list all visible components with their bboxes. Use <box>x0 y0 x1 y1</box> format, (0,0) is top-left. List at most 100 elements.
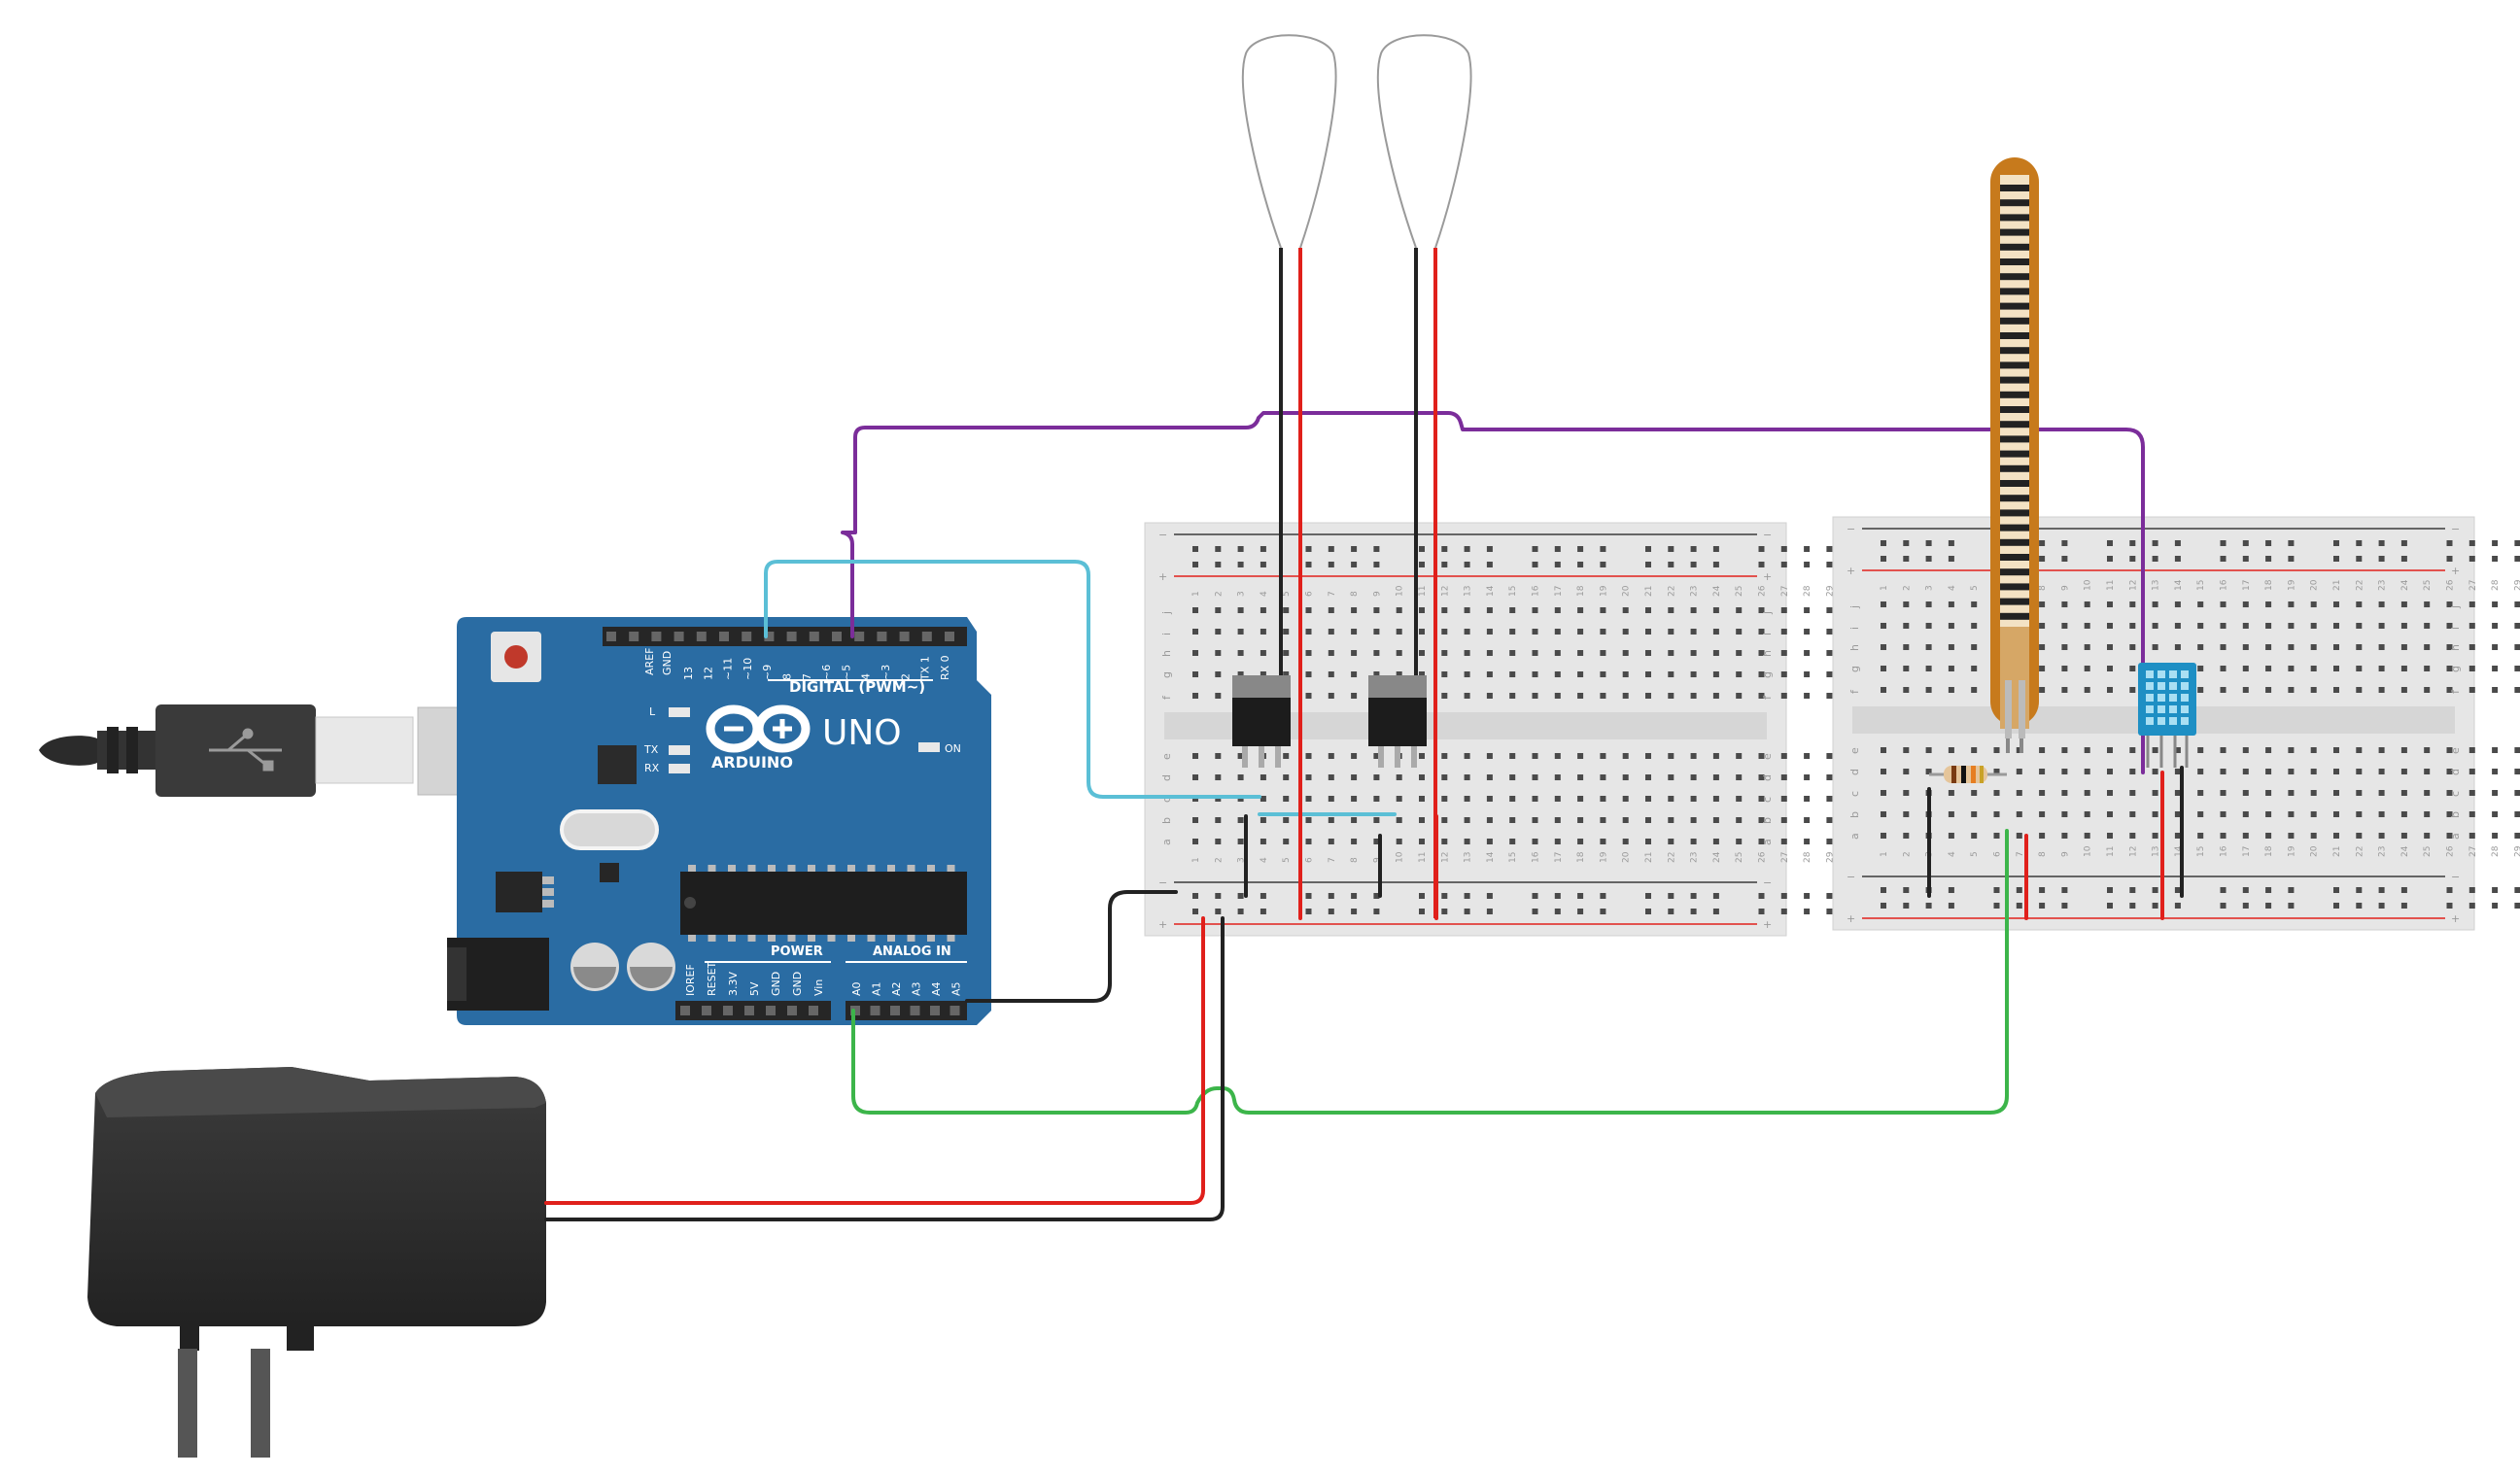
column-number: 29 <box>1825 851 1835 863</box>
column-number: 20 <box>2310 579 2320 591</box>
row-letter: d <box>2449 769 2462 775</box>
column-number: 4 <box>1948 851 1957 857</box>
row-letter: i <box>1848 627 1861 630</box>
row-letter: a <box>2449 833 2462 840</box>
column-number: 11 <box>1418 852 1428 863</box>
column-number: 23 <box>1690 852 1700 863</box>
row-letter: e <box>2449 747 2462 754</box>
column-number: 2 <box>1902 585 1912 591</box>
row-letter: a <box>1848 833 1861 840</box>
analog-label: ANALOG IN <box>873 944 951 959</box>
column-number: 29 <box>1825 585 1835 597</box>
rail-label: − <box>1158 876 1167 889</box>
column-number: 17 <box>2242 580 2252 591</box>
column-number: 24 <box>2400 579 2410 591</box>
column-number: 8 <box>1350 857 1360 863</box>
wire-purple[interactable] <box>841 411 2145 774</box>
analog-pin-label: A1 <box>871 981 883 996</box>
column-number: 10 <box>1396 851 1405 863</box>
power-pin-label: Vin <box>812 979 825 996</box>
row-letter: b <box>1160 817 1173 824</box>
column-number: 2 <box>1902 851 1912 857</box>
wire-red[interactable] <box>544 916 1205 1205</box>
row-letter: b <box>1761 817 1774 824</box>
column-number: 2 <box>1214 857 1224 863</box>
column-number: 26 <box>1758 585 1768 597</box>
digital-pin-label: ~3 <box>880 665 892 680</box>
column-number: 26 <box>2446 845 2456 857</box>
power-pin-label: 3.3V <box>727 972 740 996</box>
wire-black[interactable] <box>544 916 1225 1221</box>
column-number: 29 <box>2513 579 2520 591</box>
wire-green[interactable] <box>851 829 2009 1115</box>
row-letter: i <box>1160 633 1173 635</box>
column-number: 21 <box>2332 580 2342 591</box>
usb-chip <box>598 745 637 784</box>
tx-led <box>669 745 690 755</box>
column-number: 5 <box>1970 585 1980 591</box>
column-number: 13 <box>2152 580 2161 591</box>
digital-pin-label: ~6 <box>820 665 833 680</box>
column-number: 19 <box>1599 585 1608 597</box>
column-number: 27 <box>2468 580 2478 591</box>
analog-pin-label: A2 <box>890 981 903 996</box>
row-letter: a <box>1761 839 1774 845</box>
analog-pin-label: A4 <box>930 981 943 996</box>
column-number: 6 <box>1305 591 1315 597</box>
heating-element <box>1241 34 1337 918</box>
rail-label: + <box>1763 570 1772 583</box>
power-pin-label: GND <box>791 972 804 996</box>
digital-pin-label: 7 <box>801 673 813 680</box>
column-number: 23 <box>2378 846 2388 857</box>
column-number: 12 <box>2128 846 2138 857</box>
analog-header[interactable] <box>846 1001 967 1020</box>
row-letter: g <box>1848 666 1861 672</box>
model-label: UNO <box>822 713 902 753</box>
row-letter: c <box>1848 791 1861 797</box>
column-number: 18 <box>2264 845 2274 857</box>
heating-element <box>1376 34 1472 918</box>
column-number: 15 <box>1508 586 1518 597</box>
column-number: 22 <box>2355 846 2365 857</box>
column-number: 9 <box>2060 851 2070 857</box>
row-letter: b <box>1848 811 1861 818</box>
mosfet <box>1368 675 1427 768</box>
column-number: 17 <box>1554 852 1564 863</box>
column-number: 27 <box>2468 846 2478 857</box>
row-letter: d <box>1848 769 1861 775</box>
resistor <box>1929 766 2007 783</box>
column-number: 25 <box>2423 846 2433 857</box>
atmega-chip <box>680 872 967 935</box>
wire-black[interactable] <box>965 890 1178 1003</box>
rx-label: RX <box>644 762 660 774</box>
column-number: 2 <box>1214 591 1224 597</box>
row-letter: j <box>1848 605 1861 609</box>
wire-cyan[interactable] <box>764 560 1261 799</box>
digital-header[interactable] <box>603 627 967 646</box>
column-number: 20 <box>1622 851 1632 863</box>
row-letter: i <box>2449 627 2462 630</box>
dht-sensor <box>2138 663 2196 768</box>
column-number: 20 <box>1622 585 1632 597</box>
power-pin-label: IOREF <box>684 964 697 996</box>
row-letter: e <box>1761 753 1774 760</box>
column-number: 1 <box>1191 857 1201 863</box>
rail-label: + <box>1158 918 1167 931</box>
column-number: 19 <box>2287 845 2296 857</box>
row-letter: e <box>1160 753 1173 760</box>
rail-label: − <box>1847 523 1855 535</box>
column-number: 12 <box>1440 586 1450 597</box>
column-number: 23 <box>1690 586 1700 597</box>
column-number: 14 <box>1486 851 1496 863</box>
rail-label: + <box>1763 918 1772 931</box>
power-pin-label: RESET <box>706 961 718 996</box>
column-number: 23 <box>2378 580 2388 591</box>
column-number: 28 <box>1803 851 1812 863</box>
column-number: 22 <box>2355 580 2365 591</box>
row-letter: f <box>2449 689 2462 694</box>
column-number: 8 <box>1350 591 1360 597</box>
arduino-logo-icon <box>706 704 811 753</box>
row-letter: j <box>2449 605 2462 609</box>
